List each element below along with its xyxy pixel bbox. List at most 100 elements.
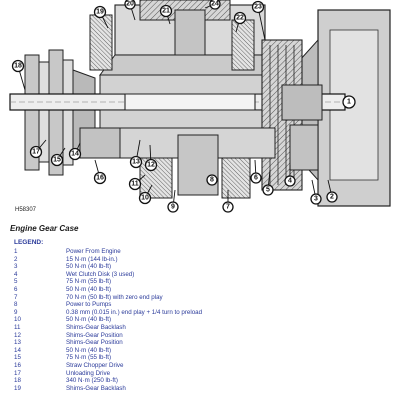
svg-text:10: 10 <box>141 195 149 202</box>
callout-23: 23 <box>251 0 265 14</box>
legend-number: 9 <box>14 308 18 316</box>
svg-text:2: 2 <box>330 194 334 201</box>
callout-24: 24 <box>209 0 221 10</box>
svg-text:16: 16 <box>96 175 104 182</box>
callout-18: 18 <box>11 59 25 73</box>
callout-13: 13 <box>129 155 143 169</box>
callout-17: 17 <box>29 145 43 159</box>
callout-10: 10 <box>138 191 152 205</box>
svg-text:12: 12 <box>147 162 155 169</box>
legend-row: 17 Unloading Drive <box>14 370 394 378</box>
callout-14: 14 <box>68 147 82 161</box>
legend-number: 11 <box>14 323 21 331</box>
legend-text: 50 N·m (40 lb-ft) <box>66 346 112 354</box>
legend-row: 11 Shims-Gear Backlash <box>14 324 394 332</box>
callout-15: 15 <box>50 153 64 167</box>
legend-number: 4 <box>14 270 18 278</box>
callout-3: 3 <box>310 193 322 205</box>
svg-text:17: 17 <box>32 149 40 156</box>
figure-caption: Engine Gear Case <box>10 224 79 233</box>
svg-text:15: 15 <box>53 157 61 164</box>
legend-number: 7 <box>14 293 18 301</box>
legend-row: 4 Wet Clutch Disk (3 used) <box>14 271 394 279</box>
legend-text: 50 N·m (40 lb-ft) <box>66 263 112 271</box>
legend-number: 6 <box>14 285 18 293</box>
svg-text:3: 3 <box>314 196 318 203</box>
legend-row: 6 50 N·m (40 lb-ft) <box>14 286 394 294</box>
gear-case-diagram: 1 2 3 4 5 6 7 8 9 10 11 12 13 14 15 16 1… <box>9 0 391 213</box>
legend-text: Shims-Gear Backlash <box>66 384 126 392</box>
legend-number: 18 <box>14 377 21 385</box>
legend-row: 15 75 N·m (55 lb-ft) <box>14 354 394 362</box>
legend-row: 12 Shims-Gear Position <box>14 332 394 340</box>
legend-text: 50 N·m (40 lb-ft) <box>66 285 112 293</box>
svg-text:7: 7 <box>226 204 230 211</box>
callout-5: 5 <box>262 184 274 196</box>
legend-text: 0.38 mm (0.015 in.) end play + 1/4 turn … <box>66 308 203 316</box>
legend-number: 19 <box>14 384 21 392</box>
svg-text:4: 4 <box>288 178 292 185</box>
svg-text:8: 8 <box>210 177 214 184</box>
legend-row: 3 50 N·m (40 lb-ft) <box>14 263 394 271</box>
legend-text: Unloading Drive <box>66 369 111 377</box>
legend-row: 9 0.38 mm (0.015 in.) end play + 1/4 turn… <box>14 309 394 317</box>
legend-number: 17 <box>14 369 21 377</box>
svg-text:20: 20 <box>126 1 134 8</box>
callout-7: 7 <box>222 201 234 213</box>
legend-number: 13 <box>14 339 21 347</box>
legend-title: LEGEND: <box>14 239 44 246</box>
legend-number: 12 <box>14 331 21 339</box>
svg-text:1: 1 <box>347 99 351 106</box>
legend-text: Power to Pumps <box>66 301 112 309</box>
callout-8: 8 <box>206 174 218 186</box>
svg-text:22: 22 <box>236 15 244 22</box>
legend-number: 15 <box>14 354 21 362</box>
legend-number: 10 <box>14 316 21 324</box>
svg-text:19: 19 <box>96 9 104 16</box>
legend-row: 2 15 N·m (144 lb-in.) <box>14 256 394 264</box>
legend-text: 70 N·m (50 lb-ft) with zero end play <box>66 293 163 301</box>
svg-text:6: 6 <box>254 175 258 182</box>
legend-row: 7 70 N·m (50 lb-ft) with zero end play <box>14 294 394 302</box>
callout-6: 6 <box>250 172 262 184</box>
legend-text: Wet Clutch Disk (3 used) <box>66 270 135 278</box>
legend-text: Shims-Gear Position <box>66 331 123 339</box>
legend-number: 3 <box>14 263 18 271</box>
legend-row: 18 340 N·m (250 lb-ft) <box>14 377 394 385</box>
callout-19: 19 <box>93 5 107 19</box>
callout-16: 16 <box>93 171 107 185</box>
callout-20: 20 <box>124 0 136 10</box>
legend-text: 50 N·m (40 lb-ft) <box>66 316 112 324</box>
svg-text:24: 24 <box>211 1 219 8</box>
svg-text:18: 18 <box>14 63 22 70</box>
svg-text:23: 23 <box>254 4 262 11</box>
legend-text: 75 N·m (55 lb-ft) <box>66 278 112 286</box>
legend-text: 75 N·m (55 lb-ft) <box>66 354 112 362</box>
legend-number: 2 <box>14 255 18 263</box>
legend-text: Power From Engine <box>66 248 121 255</box>
legend-text: 340 N·m (250 lb-ft) <box>66 377 118 385</box>
callout-4: 4 <box>284 175 296 187</box>
legend-row: 19 Shims-Gear Backlash <box>14 385 394 393</box>
legend-number: 1 <box>14 248 18 255</box>
legend-text: Straw Chopper Drive <box>66 361 124 369</box>
svg-text:21: 21 <box>162 8 170 15</box>
legend-number: 14 <box>14 346 21 354</box>
legend-row: 14 50 N·m (40 lb-ft) <box>14 347 394 355</box>
callout-11: 11 <box>128 177 142 191</box>
callout-9: 9 <box>167 201 179 213</box>
callout-12: 12 <box>144 158 158 172</box>
legend-text: 15 N·m (144 lb-in.) <box>66 255 118 263</box>
legend-row: 10 50 N·m (40 lb-ft) <box>14 316 394 324</box>
legend-row: 1 Power From Engine <box>14 248 394 256</box>
svg-text:11: 11 <box>131 181 139 188</box>
callout-2: 2 <box>326 191 338 203</box>
svg-text:13: 13 <box>132 159 140 166</box>
legend-text: Shims-Gear Backlash <box>66 323 126 331</box>
callout-22: 22 <box>233 11 247 25</box>
callout-21: 21 <box>159 4 173 18</box>
